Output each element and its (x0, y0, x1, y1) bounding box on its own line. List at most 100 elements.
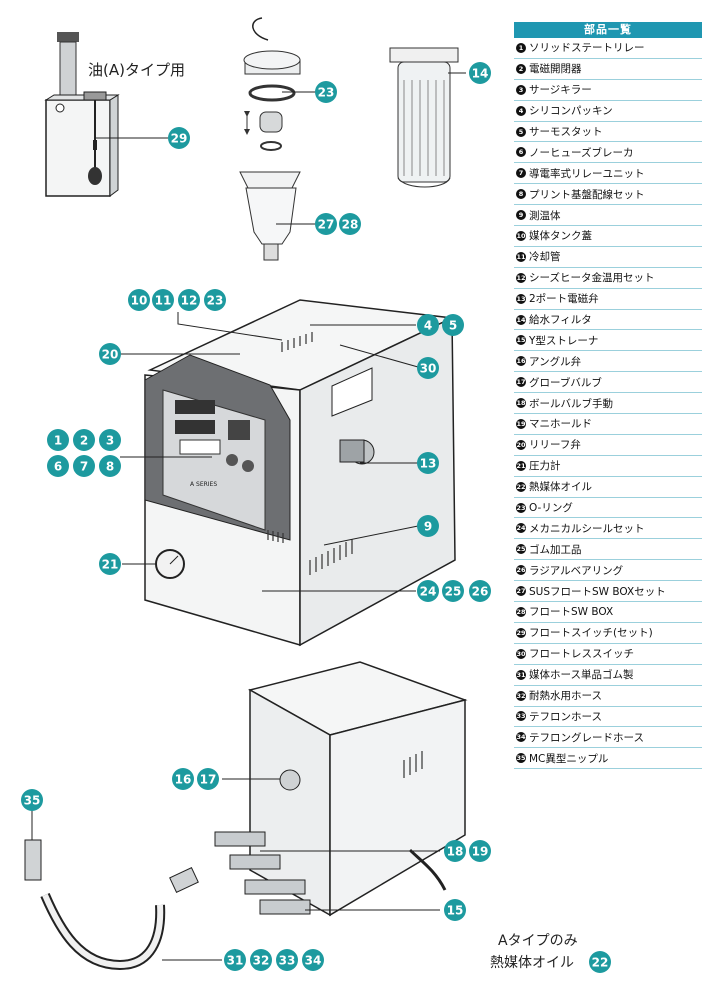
water-filter (389, 47, 459, 188)
part-name: フロートSW BOX (529, 606, 614, 619)
callout-badge: 35 (21, 789, 43, 811)
part-number-badge: 9 (516, 210, 526, 221)
callout-number: 28 (342, 218, 359, 232)
callout-number: 29 (171, 132, 188, 146)
part-name: 冷却管 (529, 251, 561, 264)
callout-badge: 21 (99, 553, 121, 575)
callout-number: 30 (420, 362, 437, 376)
callout-badge: 27 (315, 213, 337, 235)
part-name: プリント基盤配線セット (529, 188, 645, 201)
part-number-badge: 25 (516, 544, 526, 555)
callout-number: 31 (227, 954, 244, 968)
part-name: SUSフロートSW BOXセット (529, 585, 666, 598)
callout-badge: 18 (444, 840, 466, 862)
part-name: テフロングレードホース (529, 731, 644, 744)
float-switch-assembly (239, 17, 301, 261)
callout-number: 33 (279, 954, 296, 968)
callout-badge: 15 (444, 899, 466, 921)
part-number-badge: 4 (516, 105, 526, 116)
callout-number: 1 (54, 434, 62, 448)
callout-number: 17 (200, 773, 217, 787)
callout-badge: 14 (469, 62, 491, 84)
callout-badge: 32 (250, 949, 272, 971)
callout-number: 25 (445, 585, 462, 599)
part-number-badge: 30 (516, 648, 526, 659)
part-name: O-リング (529, 502, 573, 515)
note-line2: 熱媒体オイル (490, 955, 574, 971)
part-number-badge: 26 (516, 565, 526, 576)
rear-unit (214, 661, 468, 917)
callout-number: 20 (102, 348, 119, 362)
part-name: 導電率式リレーユニット (529, 167, 645, 180)
callout-badge: 30 (417, 357, 439, 379)
part-number-badge: 11 (516, 251, 526, 262)
part-name: グローブバルブ (529, 376, 602, 389)
callout-badge: 17 (197, 768, 219, 790)
callout-badge: 28 (339, 213, 361, 235)
oil-type-title: 油(A)タイプ用 (88, 61, 185, 79)
part-name: フロートスイッチ(セット) (529, 627, 653, 640)
part-name: ソリッドステートリレー (529, 42, 645, 55)
callout-number: 18 (447, 845, 464, 859)
part-name: リリーフ弁 (529, 439, 581, 452)
part-number-badge: 10 (516, 230, 526, 241)
callout-badge: 7 (73, 455, 95, 477)
part-name: テフロンホース (529, 710, 602, 723)
part-name: 媒体ホース単品ゴム製 (529, 669, 634, 682)
callout-badge: 29 (168, 127, 190, 149)
callout-badge: 12 (178, 289, 200, 311)
part-name: 測温体 (529, 209, 561, 222)
panel-brand-label: A SERIES (190, 481, 217, 488)
callout-number: 12 (181, 294, 198, 308)
part-name: メカニカルシールセット (529, 522, 645, 535)
callout-number: 5 (449, 319, 457, 333)
part-number-badge: 23 (516, 502, 526, 513)
callout-number: 19 (472, 845, 489, 859)
callout-badge: 16 (172, 768, 194, 790)
part-name: ノーヒューズブレーカ (529, 146, 634, 159)
part-name: 電磁開閉器 (529, 63, 582, 76)
part-number-badge: 13 (516, 293, 526, 304)
part-name: 媒体タンク蓋 (529, 230, 592, 243)
part-name: 熱媒体オイル (529, 481, 592, 494)
callout-badge: 23 (315, 81, 337, 103)
oil-float-switch-box (44, 32, 120, 197)
callout-number: 27 (318, 218, 335, 232)
part-number-badge: 29 (516, 627, 526, 638)
part-name: アングル弁 (529, 355, 582, 368)
callout-number: 10 (131, 294, 148, 308)
callout-number: 32 (253, 954, 270, 968)
note-badge: 22 (589, 951, 611, 973)
callout-badge: 24 (417, 580, 439, 602)
part-number-badge: 24 (516, 523, 526, 534)
callout-number: 24 (420, 585, 437, 599)
note-badge-number: 22 (592, 956, 609, 970)
callout-badge: 34 (302, 949, 324, 971)
callout-badge: 33 (276, 949, 298, 971)
part-number-badge: 16 (516, 356, 526, 367)
part-number-badge: 33 (516, 711, 526, 722)
part-number-badge: 3 (516, 84, 526, 95)
part-name: サーモスタット (529, 126, 603, 138)
callout-badge: 11 (152, 289, 174, 311)
